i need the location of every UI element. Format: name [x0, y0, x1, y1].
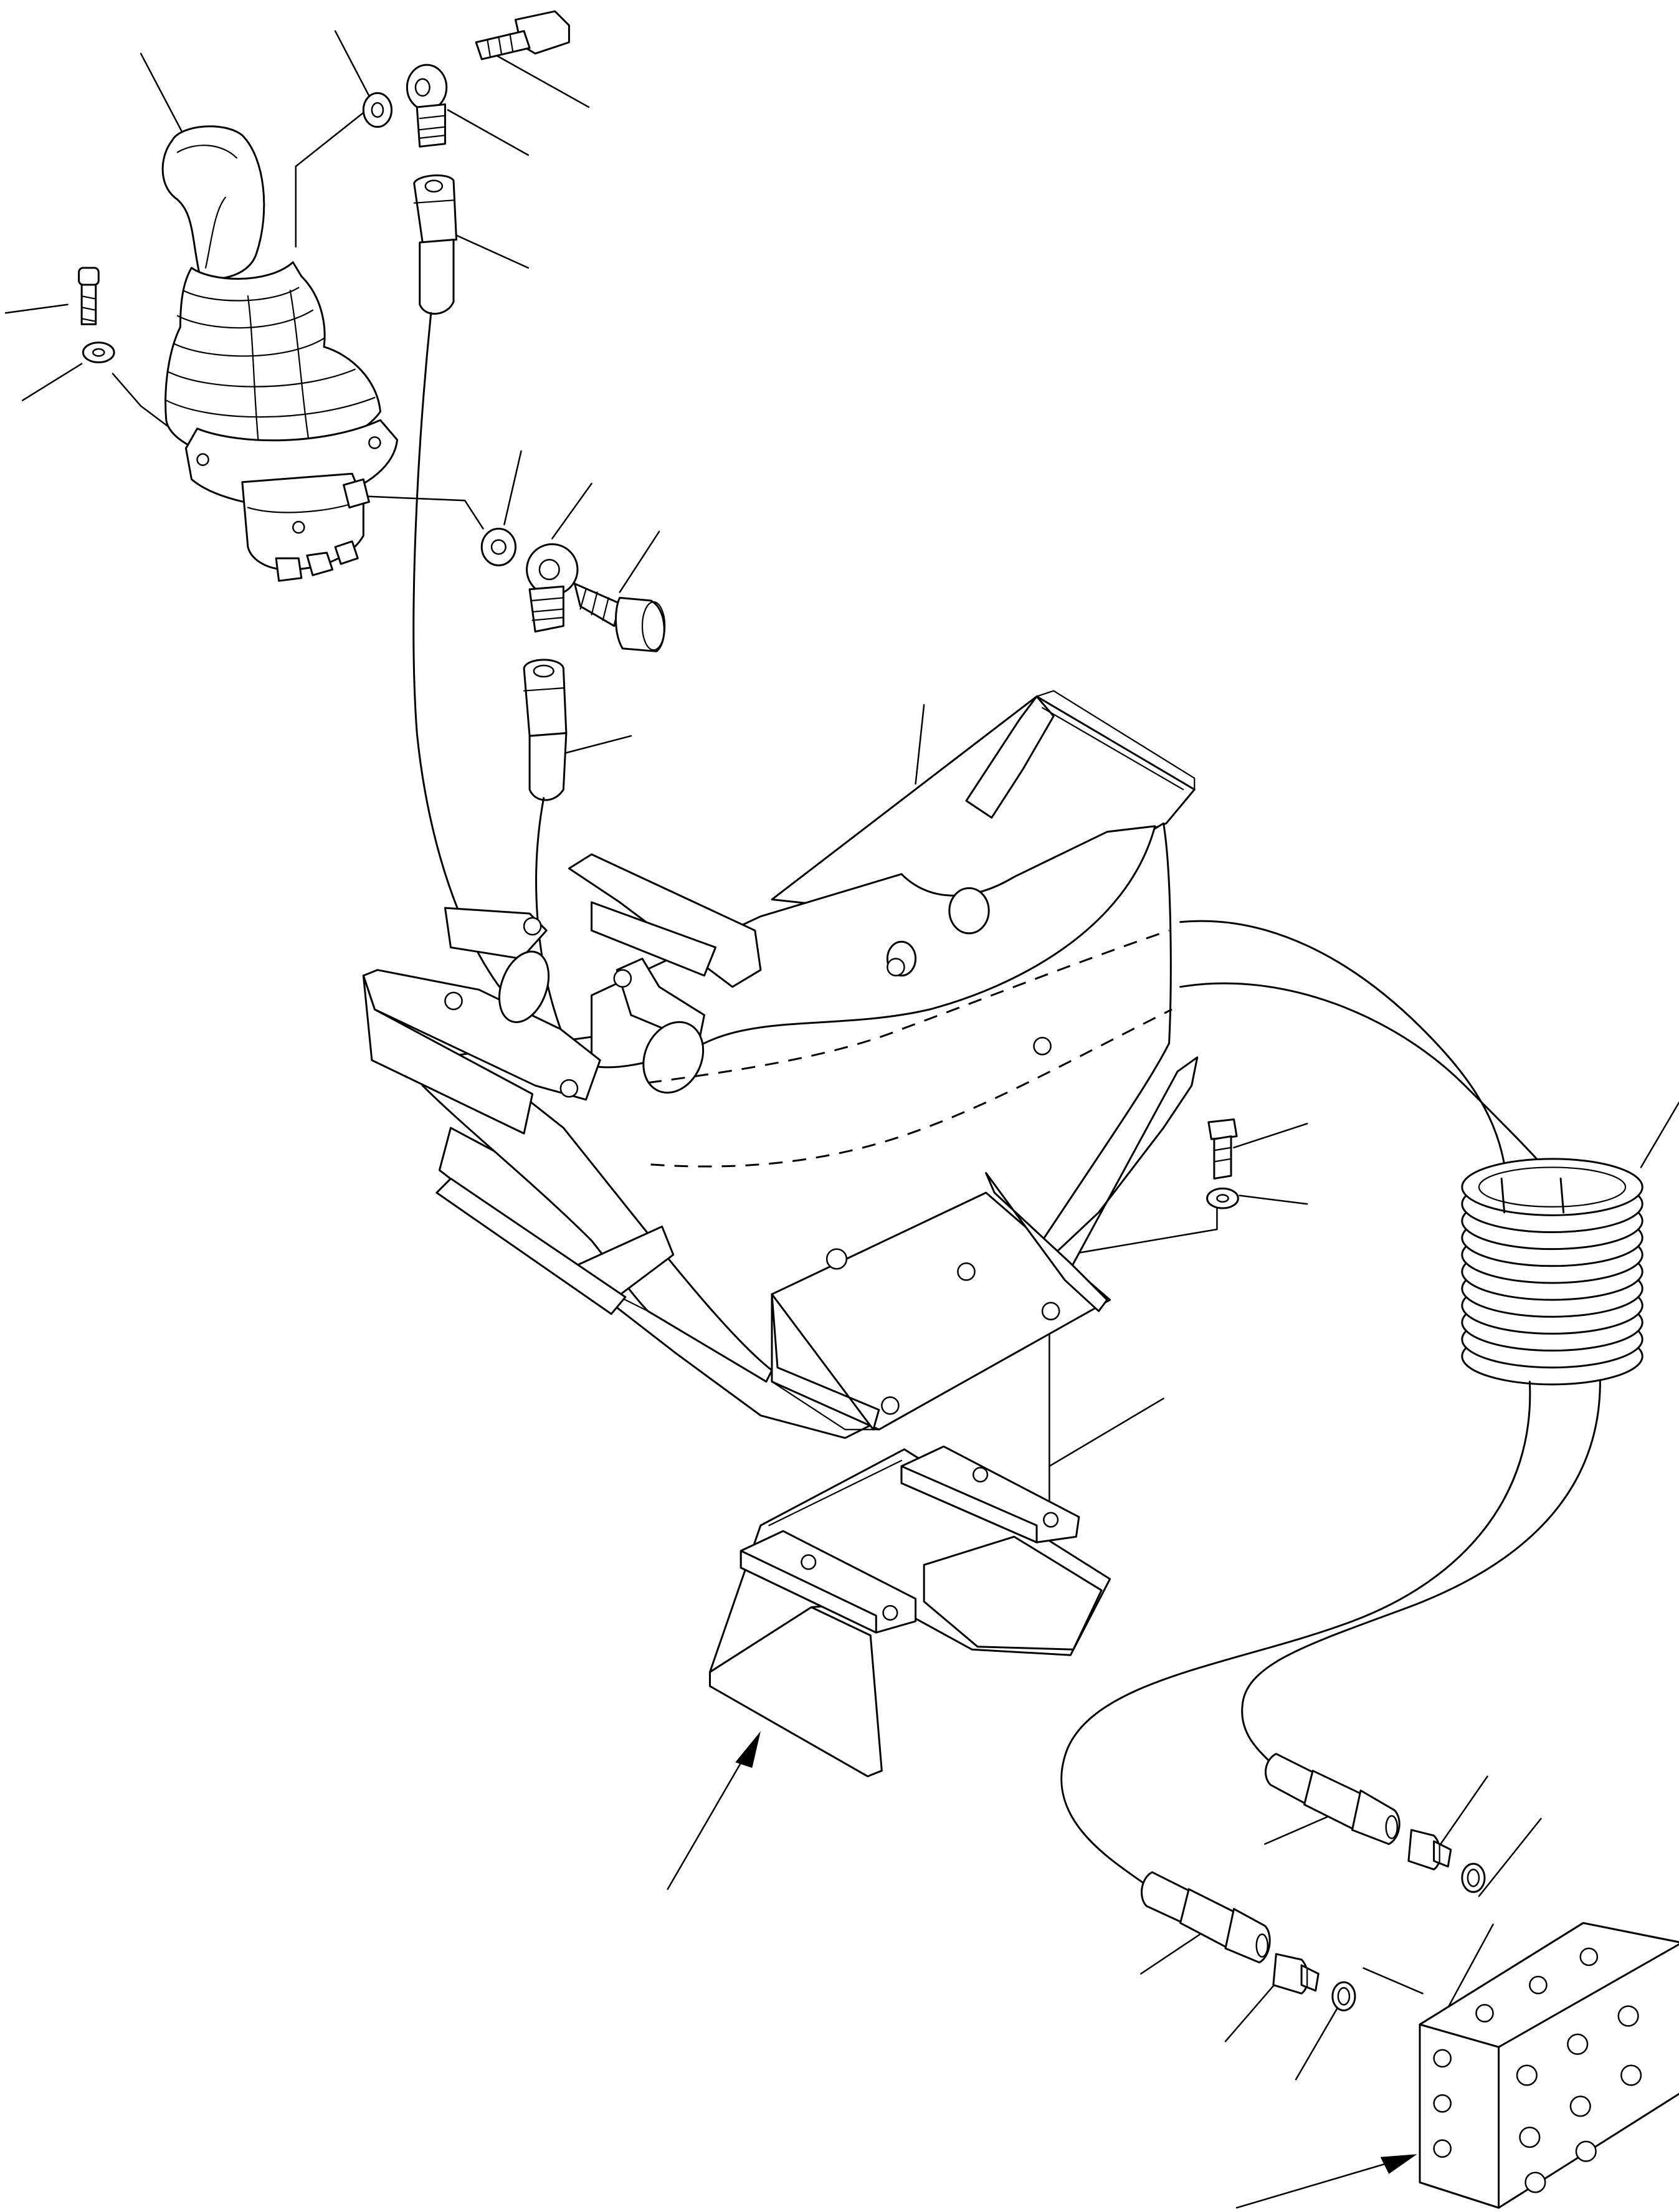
leader-oring-a: [1296, 2002, 1341, 2079]
leader-console-to-hole: [1051, 1207, 1217, 1257]
floor-mount-plate: [710, 1446, 1110, 1776]
leader-plate: [1049, 1398, 1163, 1466]
view-arrow-plate: [668, 1731, 761, 1889]
leader-adapter-a: [1225, 1980, 1279, 2042]
o-ring-lower-a: [1333, 1982, 1355, 2010]
leader-banjo-top: [448, 110, 528, 155]
leader-manifold: [1237, 2157, 1409, 2208]
leader-adapter-b: [1437, 1776, 1487, 1850]
banjo-fitting-upper: [407, 65, 446, 146]
hose-coil: [1462, 1159, 1642, 1385]
leader-hose-end-b: [1265, 1816, 1329, 1844]
lower-fitting-group-a: [1141, 1872, 1355, 2011]
hose-end-lower-b: [1265, 1754, 1399, 1844]
pilot-valve-assembly: [79, 126, 397, 581]
leader-lever: [141, 54, 183, 134]
leader-hose-end-a: [1141, 1934, 1200, 1973]
leader-bolt-top: [493, 54, 589, 107]
o-ring-lower-b: [1462, 1864, 1485, 1892]
leader-manifold-port: [1448, 1924, 1493, 2007]
adapter-lower-a: [1273, 1954, 1318, 1993]
leader-coil: [1641, 1102, 1679, 1167]
manifold-block: [1420, 1923, 1679, 2208]
hose-end-lower-a: [1141, 1872, 1270, 1963]
adapter-lower-b: [1409, 1830, 1451, 1869]
view-arrow-manifold: [1380, 2154, 1417, 2174]
pilot-port: [344, 479, 369, 507]
console-washer: [1207, 1188, 1239, 1208]
leader-console-bolt: [1234, 1123, 1308, 1147]
banjo-bolt-upper: [476, 11, 569, 59]
leader-bolt-mid: [620, 532, 659, 592]
leader-manifold-port-2: [1364, 1968, 1423, 1994]
middle-fitting-group: [482, 528, 665, 1082]
seal-washer-upper: [363, 93, 391, 126]
joystick-lever: [163, 126, 264, 279]
hose-end-middle: [524, 660, 566, 800]
leader-pilot-port: [363, 496, 483, 528]
leader-bolt-left: [6, 305, 67, 313]
leader-washer-mid: [504, 451, 521, 525]
leader-oring-b: [1479, 1819, 1541, 1896]
leader-banjo-mid: [552, 484, 591, 538]
hose-line-lower-b: [1242, 1381, 1601, 1762]
leader-console: [916, 705, 925, 784]
mount-washer-left: [83, 343, 114, 363]
hose-end-upper: [414, 175, 457, 313]
upper-fitting-group: [363, 11, 600, 1085]
control-console-bracket: [363, 691, 1197, 1438]
leader-hose-mid: [561, 736, 631, 754]
lower-fitting-group-b: [1265, 1754, 1485, 1892]
leader-washer-left: [22, 364, 82, 401]
banjo-bolt-middle: [574, 584, 665, 652]
leader-hose-top: [454, 234, 528, 268]
leader-boot: [296, 102, 378, 247]
seal-washer-middle: [482, 528, 515, 565]
leader-lines: [6, 31, 1679, 2208]
hose-line-lower-a: [1062, 1381, 1530, 1889]
coiled-hose-bundle: [1062, 921, 1643, 1889]
leader-console-washer: [1240, 1196, 1308, 1204]
banjo-fitting-middle: [527, 544, 578, 631]
mount-bolt-left: [79, 268, 99, 325]
leader-washer-top: [335, 31, 369, 96]
pilot-valve-body: [242, 474, 369, 581]
lever-rubber-boot: [166, 262, 381, 460]
console-bolt: [1209, 1119, 1237, 1178]
